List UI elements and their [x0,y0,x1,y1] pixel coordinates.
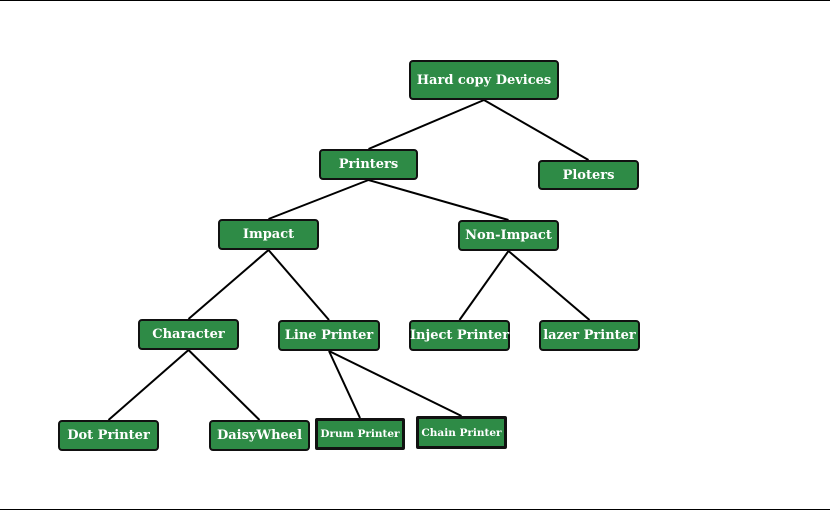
edge-printers-to-non-impact [368,179,509,221]
bottom-border-line [0,509,830,510]
node-non-impact: Non-Impact [458,220,559,251]
node-character: Character [138,319,239,350]
edge-impact-to-line-printer [267,249,330,321]
edge-printers-to-impact [268,179,369,220]
edge-hard-copy-devices-to-ploters [483,99,589,161]
edge-character-to-dot-printer [107,349,190,421]
edge-line-printer-to-drum-printer [328,350,361,419]
node-daisywheel: DaisyWheel [209,420,310,451]
node-ploters: Ploters [538,160,639,190]
edge-character-to-daisywheel [187,349,261,421]
node-hard-copy-devices: Hard copy Devices [409,60,559,100]
node-line-printer: Line Printer [278,320,380,351]
edge-hard-copy-devices-to-printers [368,99,485,150]
node-inject-printer: Inject Printer [409,320,510,351]
edge-line-printer-to-chain-printer [328,350,462,417]
node-lazer-printer: lazer Printer [539,320,640,351]
top-border-line [0,0,830,1]
node-dot-printer: Dot Printer [58,420,159,451]
node-chain-printer: Chain Printer [416,416,507,449]
node-printers: Printers [319,149,418,180]
edge-non-impact-to-inject-printer [458,250,510,321]
edge-non-impact-to-lazer-printer [507,250,591,321]
node-impact: Impact [218,219,319,250]
node-drum-printer: Drum Printer [315,418,405,450]
edge-impact-to-character [187,249,270,320]
